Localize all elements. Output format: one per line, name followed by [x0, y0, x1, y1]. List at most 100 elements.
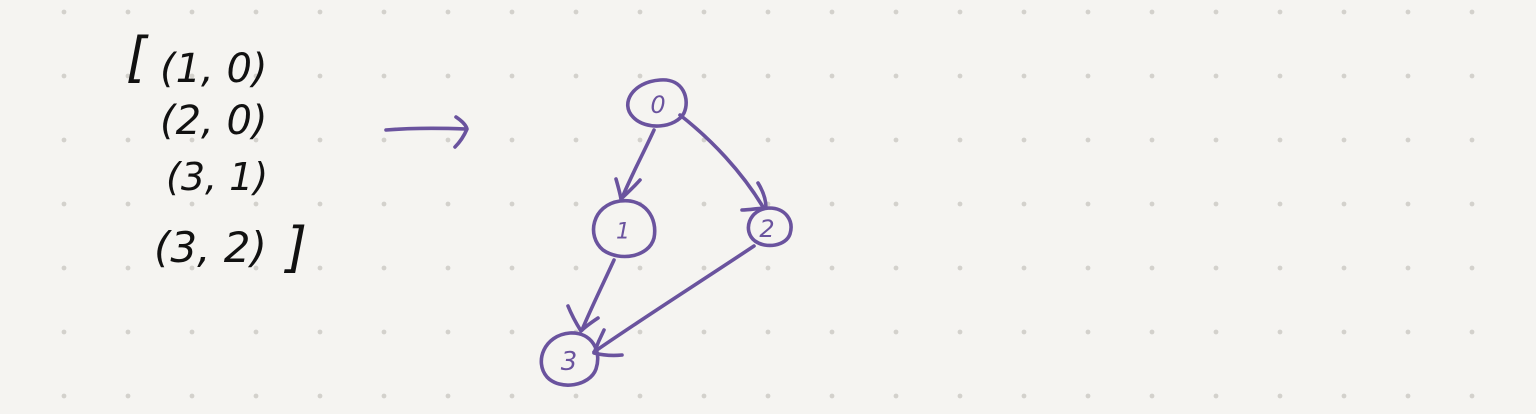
grid-dot [1405, 73, 1411, 79]
grid-dot [573, 393, 579, 399]
grid-dot [1085, 73, 1091, 79]
grid-dot [317, 73, 323, 79]
grid-dot [509, 137, 515, 143]
grid-dot [765, 393, 771, 399]
grid-dot [253, 201, 259, 207]
grid-dot [381, 201, 387, 207]
grid-dot [1021, 393, 1027, 399]
grid-dot [509, 393, 515, 399]
grid-dot [125, 137, 131, 143]
grid-dot [765, 9, 771, 15]
grid-dot [125, 265, 131, 271]
grid-dot [1149, 265, 1155, 271]
grid-dot [701, 73, 707, 79]
grid-dot [1085, 201, 1091, 207]
grid-dot [253, 393, 259, 399]
grid-dot [381, 137, 387, 143]
grid-dot [1341, 329, 1347, 335]
grid-dot [189, 393, 195, 399]
edge-list: [ (1, 0) (2, 0) (3, 1) (3, 2) ] [126, 26, 307, 279]
graph-edge-1-to-3 [566, 258, 616, 333]
grid-dot [1405, 265, 1411, 271]
grid-dot [189, 265, 195, 271]
grid-dot [509, 9, 515, 15]
grid-dot [445, 137, 451, 143]
grid-dot [573, 73, 579, 79]
grid-dot [189, 329, 195, 335]
grid-dot [893, 201, 899, 207]
grid-dot [1341, 73, 1347, 79]
grid-dot [573, 265, 579, 271]
grid-dot [573, 9, 579, 15]
grid-dot [893, 137, 899, 143]
grid-dot [1085, 393, 1091, 399]
grid-dot [317, 329, 323, 335]
grid-dot [1021, 329, 1027, 335]
grid-dot [637, 393, 643, 399]
grid-dot [125, 329, 131, 335]
grid-dot [61, 201, 67, 207]
grid-dot [1405, 329, 1411, 335]
grid-dot [1213, 73, 1219, 79]
grid-dot [957, 393, 963, 399]
grid-dot [637, 265, 643, 271]
grid-dot [1341, 393, 1347, 399]
grid-dot [189, 137, 195, 143]
grid-dot [381, 9, 387, 15]
grid-dot [317, 9, 323, 15]
grid-dot [1277, 137, 1283, 143]
grid-dot [253, 137, 259, 143]
grid-dot [445, 393, 451, 399]
grid-dot [1149, 201, 1155, 207]
grid-dot [1021, 9, 1027, 15]
grid-dot [1277, 9, 1283, 15]
grid-dot [189, 73, 195, 79]
grid-dot [1149, 329, 1155, 335]
grid-dot [317, 265, 323, 271]
grid-dot [1469, 9, 1475, 15]
grid-dot [509, 73, 515, 79]
right-arrow-icon [384, 115, 469, 149]
grid-dot [1021, 265, 1027, 271]
grid-dot [1149, 73, 1155, 79]
grid-dot [1277, 265, 1283, 271]
grid-dot [1021, 137, 1027, 143]
grid-dot [957, 73, 963, 79]
graph-node-0-label: 0 [650, 91, 665, 119]
grid-dot [573, 137, 579, 143]
grid-dot [1341, 9, 1347, 15]
grid-dot [1213, 329, 1219, 335]
grid-dot [637, 137, 643, 143]
grid-dot [1277, 73, 1283, 79]
grid-dot [1085, 137, 1091, 143]
grid-dot [381, 393, 387, 399]
grid-dot [61, 137, 67, 143]
grid-dot [1469, 393, 1475, 399]
grid-dot [1341, 201, 1347, 207]
grid-dot [893, 73, 899, 79]
edge-list-item-4: (3, 2) [154, 223, 267, 272]
grid-dot [1405, 137, 1411, 143]
graph-node-1-label: 1 [616, 220, 630, 245]
grid-dot [1469, 137, 1475, 143]
edge-list-close-bracket: ] [283, 216, 307, 279]
grid-dot [829, 265, 835, 271]
grid-dot [829, 329, 835, 335]
grid-dot [1149, 137, 1155, 143]
grid-dot [829, 201, 835, 207]
grid-dot [829, 9, 835, 15]
grid-dot [61, 9, 67, 15]
grid-dot [381, 329, 387, 335]
graph-edge-0-to-2 [678, 113, 768, 212]
grid-dot [253, 265, 259, 271]
grid-dot [189, 9, 195, 15]
grid-dot [1405, 201, 1411, 207]
grid-dot [957, 9, 963, 15]
grid-dot [61, 329, 67, 335]
grid-dot [1149, 393, 1155, 399]
grid-dot [1469, 201, 1475, 207]
grid-dot [1213, 265, 1219, 271]
